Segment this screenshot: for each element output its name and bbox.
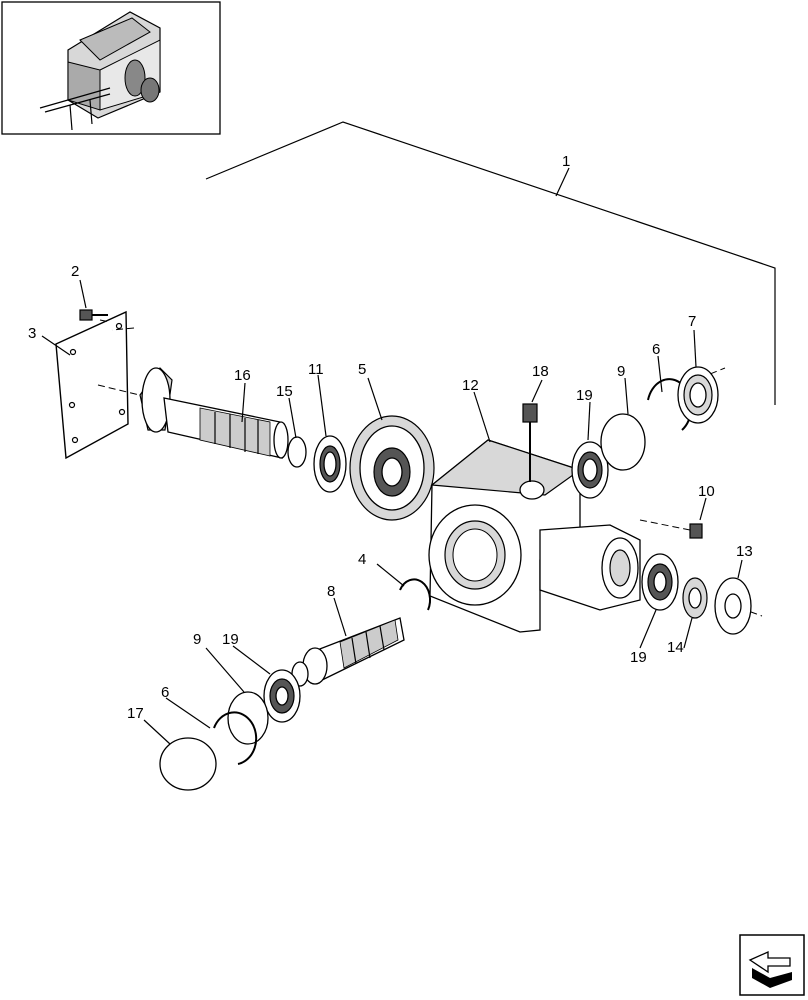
nut-14: [682, 577, 708, 619]
label-19-right: 19: [630, 649, 647, 666]
label-1: 1: [562, 153, 570, 170]
bolt: [79, 309, 108, 321]
callout-labels: 1 2 3 4 5 6 6 7 8 9 9 10 11 12 13 14 15 …: [28, 153, 753, 722]
label-6-top: 6: [652, 341, 660, 358]
seal-7: [677, 366, 719, 424]
label-9-top: 9: [617, 363, 625, 380]
label-2: 2: [71, 263, 79, 280]
label-5: 5: [358, 361, 366, 378]
label-14: 14: [667, 639, 684, 656]
shim-9-top: [600, 413, 646, 471]
label-11: 11: [308, 361, 324, 378]
label-15: 15: [276, 383, 293, 400]
snap-ring-6-bottom: [213, 711, 258, 765]
label-18: 18: [532, 363, 549, 380]
label-16: 16: [234, 367, 251, 384]
label-3: 3: [28, 325, 36, 342]
breather-fitting: [522, 403, 538, 482]
label-19-top: 19: [576, 387, 593, 404]
bearing-11: [313, 435, 347, 493]
bearing-19-right: [641, 553, 679, 611]
bearing-19-top: [571, 441, 609, 499]
label-10: 10: [698, 483, 715, 500]
label-19-bottom: 19: [222, 631, 239, 648]
cap-17: [159, 737, 217, 791]
assembly-bracket: [205, 121, 776, 405]
label-7: 7: [688, 313, 696, 330]
output-shaft: [291, 617, 405, 687]
washer-13: [714, 577, 752, 635]
baler-thumbnail: [1, 1, 221, 135]
label-4: 4: [358, 551, 366, 568]
label-12: 12: [462, 377, 479, 394]
label-9-bottom: 9: [193, 631, 201, 648]
label-13: 13: [736, 543, 753, 560]
gearbox-housing: [428, 439, 641, 633]
bearing-19-bottom: [263, 669, 301, 723]
label-17: 17: [127, 705, 144, 722]
plug-10: [689, 523, 703, 539]
leader-lines: [41, 279, 743, 745]
label-8: 8: [327, 583, 335, 600]
bevel-gear-5: [349, 415, 435, 521]
snap-ring-15: [287, 436, 307, 468]
snap-ring-4: [399, 578, 432, 611]
cover-plate: [55, 310, 129, 460]
next-page-arrow-icon[interactable]: [739, 934, 805, 996]
pinion-shaft: [139, 367, 289, 459]
label-6-bottom: 6: [161, 684, 169, 701]
